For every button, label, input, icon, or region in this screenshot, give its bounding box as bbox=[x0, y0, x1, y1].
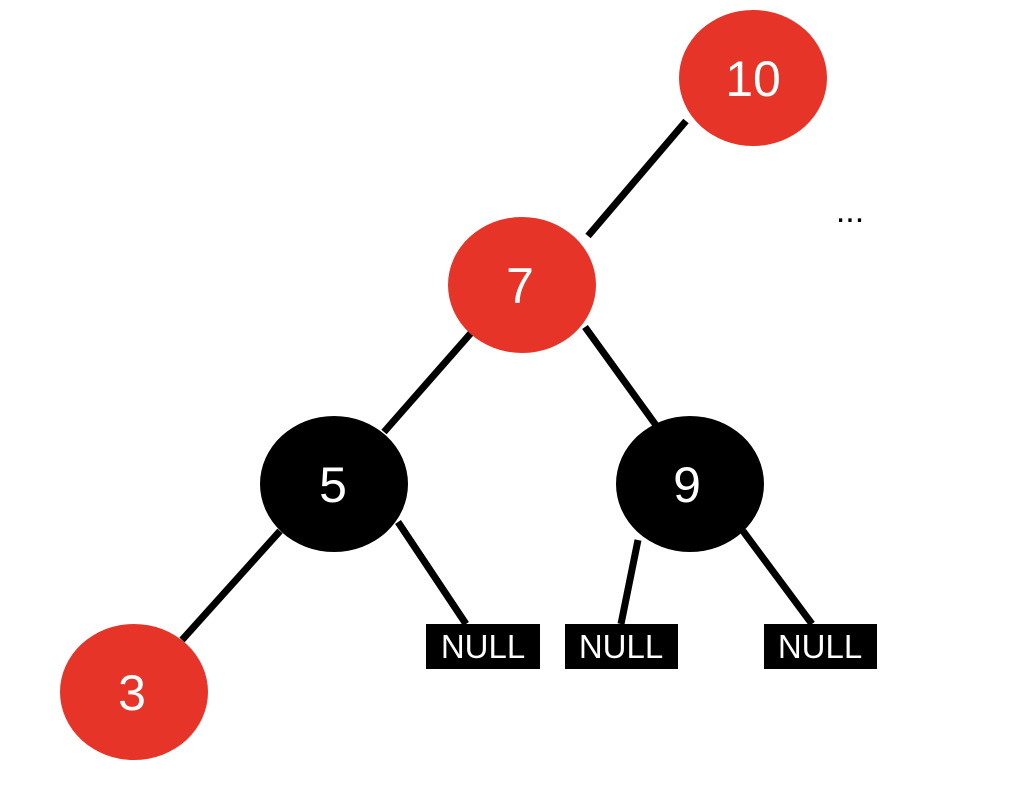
null-leaf-5-right-label: NULL bbox=[441, 628, 525, 665]
node-10-circle bbox=[679, 10, 827, 146]
edge-10-to-7 bbox=[585, 118, 689, 239]
node-3-circle bbox=[60, 624, 208, 760]
tree-node-9: 9 bbox=[616, 416, 764, 552]
edge-7-to-5 bbox=[381, 322, 481, 435]
edge-9-to-null-left bbox=[617, 539, 642, 625]
null-leaf-9-right-label: NULL bbox=[778, 628, 862, 665]
node-10-label: 10 bbox=[725, 51, 781, 107]
null-leaf-9-left-box bbox=[565, 624, 678, 669]
node-5-label: 5 bbox=[319, 457, 347, 513]
null-leaf-9-right-box bbox=[764, 624, 877, 669]
edge-5-to-null bbox=[395, 520, 469, 626]
null-leaf-5-right-box bbox=[426, 624, 540, 669]
node-9-circle bbox=[616, 416, 764, 552]
node-5-circle bbox=[260, 416, 408, 552]
tree-node-7: 7 bbox=[448, 217, 596, 353]
tree-node-10: 10 bbox=[679, 10, 827, 146]
node-3-label: 3 bbox=[118, 665, 146, 721]
node-9-label: 9 bbox=[673, 457, 701, 513]
tree-node-5: 5 bbox=[260, 416, 408, 552]
null-leaf-9-left: NULL bbox=[565, 624, 678, 669]
node-7-label: 7 bbox=[506, 258, 534, 314]
edge-7-to-9 bbox=[582, 324, 661, 431]
edge-5-to-3 bbox=[179, 528, 283, 643]
null-leaf-9-right: NULL bbox=[764, 624, 877, 669]
tree-node-3: 3 bbox=[60, 624, 208, 760]
null-leaf-5-right: NULL bbox=[426, 624, 540, 669]
node-7-circle bbox=[448, 217, 596, 353]
ellipsis-continuation: ... bbox=[836, 192, 864, 230]
null-leaf-9-left-label: NULL bbox=[579, 628, 663, 665]
edge-9-to-null-right bbox=[740, 528, 815, 627]
